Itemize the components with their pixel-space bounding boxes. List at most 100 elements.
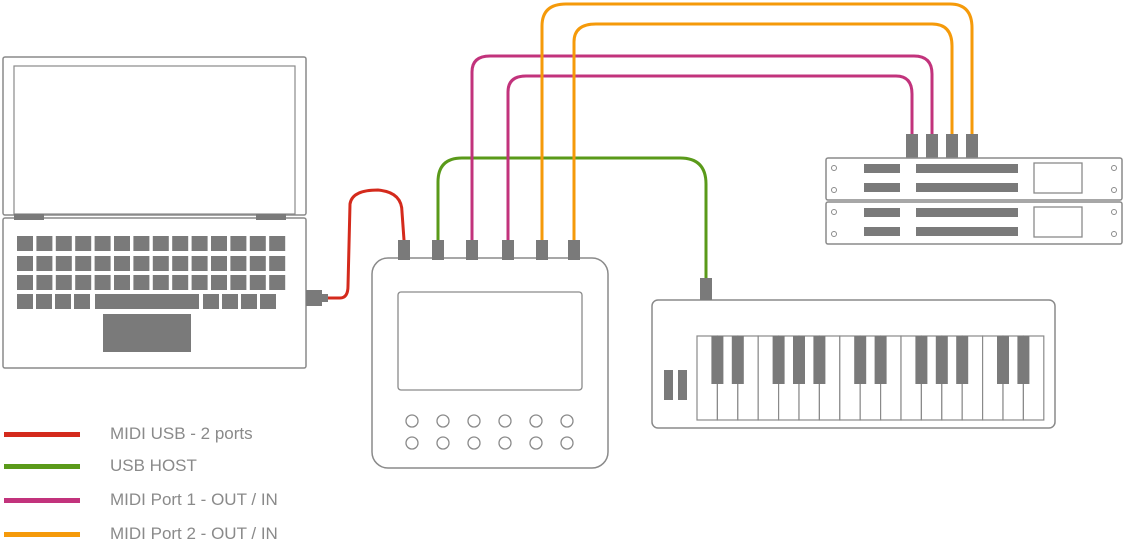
legend-swatch — [4, 432, 80, 437]
laptop-key — [114, 236, 130, 251]
legend-label: USB HOST — [110, 456, 197, 475]
black-key — [772, 336, 785, 384]
hub-knob — [498, 414, 512, 428]
hub-jack — [536, 240, 548, 260]
laptop-usb-plug — [306, 290, 322, 306]
hub-knob — [560, 436, 574, 450]
laptop-key — [152, 236, 169, 251]
black-key — [935, 336, 948, 384]
laptop-key — [222, 294, 238, 309]
legend-item-midi-port-1: MIDI Port 1 - OUT / IN — [0, 486, 420, 514]
black-key — [1017, 336, 1030, 384]
rack-display — [1033, 162, 1083, 194]
rack-slot — [864, 183, 900, 192]
laptop-key — [36, 294, 52, 309]
hub-jack — [466, 240, 478, 260]
rack-slot — [916, 164, 1018, 173]
hub-knob — [467, 436, 481, 450]
midi-port1-cable-out — [470, 54, 934, 242]
cables — [326, 2, 974, 300]
rack-slot — [916, 208, 1018, 217]
laptop-key — [269, 256, 286, 271]
rack-screw — [1111, 231, 1117, 237]
laptop-key — [94, 275, 111, 290]
laptop-key — [269, 275, 286, 290]
keyboard-jack — [700, 278, 712, 300]
legend-label: MIDI USB - 2 ports — [110, 424, 253, 443]
rack-slot — [916, 227, 1018, 236]
keyboard-black-keys — [711, 336, 1030, 384]
laptop-key — [269, 236, 286, 251]
laptop-key — [17, 256, 33, 271]
laptop-key — [211, 236, 227, 251]
rack-jacks — [906, 134, 978, 158]
keyboard-wheel-1 — [664, 370, 673, 400]
laptop-key — [55, 294, 71, 309]
laptop-key — [191, 236, 208, 251]
rack-jack — [906, 134, 918, 158]
laptop-key — [36, 236, 53, 251]
hub-jacks — [398, 240, 580, 260]
laptop-key — [75, 275, 92, 290]
rack-units — [831, 162, 1117, 238]
laptop-trackpad — [103, 314, 191, 352]
midi-keyboard-icon — [651, 278, 1056, 429]
black-key — [813, 336, 826, 384]
hub-jack — [568, 240, 580, 260]
laptop-key — [55, 275, 72, 290]
legend-label: MIDI Port 1 - OUT / IN — [110, 490, 278, 509]
black-key — [915, 336, 928, 384]
rack-jack — [966, 134, 978, 158]
hub-knob — [529, 436, 543, 450]
laptop-key — [36, 256, 53, 271]
laptop-key — [36, 275, 53, 290]
laptop-key — [133, 236, 150, 251]
laptop-keyboard-keys — [17, 236, 286, 309]
laptop-key — [249, 275, 266, 290]
hub-knobs — [405, 414, 574, 450]
laptop-key — [211, 256, 227, 271]
laptop-key — [114, 256, 130, 271]
laptop-icon — [2, 56, 328, 369]
rack-synth-module-icon — [825, 134, 1123, 245]
rack-screw — [1111, 165, 1117, 171]
laptop-key — [75, 236, 92, 251]
rack-slot — [916, 183, 1018, 192]
laptop-key — [55, 236, 72, 251]
laptop-key — [241, 294, 257, 309]
laptop-key — [17, 294, 33, 309]
hub-knob — [560, 414, 574, 428]
hub-knob — [529, 414, 543, 428]
legend-swatch — [4, 532, 80, 537]
hub-knob — [405, 414, 419, 428]
laptop-spacebar — [95, 294, 199, 309]
laptop-key — [203, 294, 219, 309]
rack-screw — [831, 187, 837, 193]
hub-knob — [436, 414, 450, 428]
laptop-key — [17, 275, 33, 290]
rack-screw — [831, 209, 837, 215]
usb-host-cable — [436, 156, 708, 282]
rack-slot — [864, 227, 900, 236]
laptop-key — [133, 256, 150, 271]
laptop-key — [260, 294, 276, 309]
hub-jack — [398, 240, 410, 260]
black-key — [793, 336, 805, 384]
laptop-key — [230, 256, 247, 271]
black-key — [854, 336, 867, 384]
keyboard-white-keys — [696, 335, 1045, 421]
laptop-key — [211, 275, 227, 290]
black-key — [997, 336, 1009, 384]
rack-screw — [1111, 187, 1117, 193]
black-key — [874, 336, 887, 384]
rack-display — [1033, 206, 1083, 238]
black-key — [711, 336, 724, 384]
black-key — [956, 336, 969, 384]
laptop-key — [191, 256, 208, 271]
legend-item-midi-usb: MIDI USB - 2 ports — [0, 420, 420, 448]
laptop-key — [114, 275, 130, 290]
legend-item-usb-host: USB HOST — [0, 452, 420, 480]
rack-screw — [1111, 209, 1117, 215]
laptop-key — [133, 275, 150, 290]
laptop-key — [17, 236, 33, 251]
